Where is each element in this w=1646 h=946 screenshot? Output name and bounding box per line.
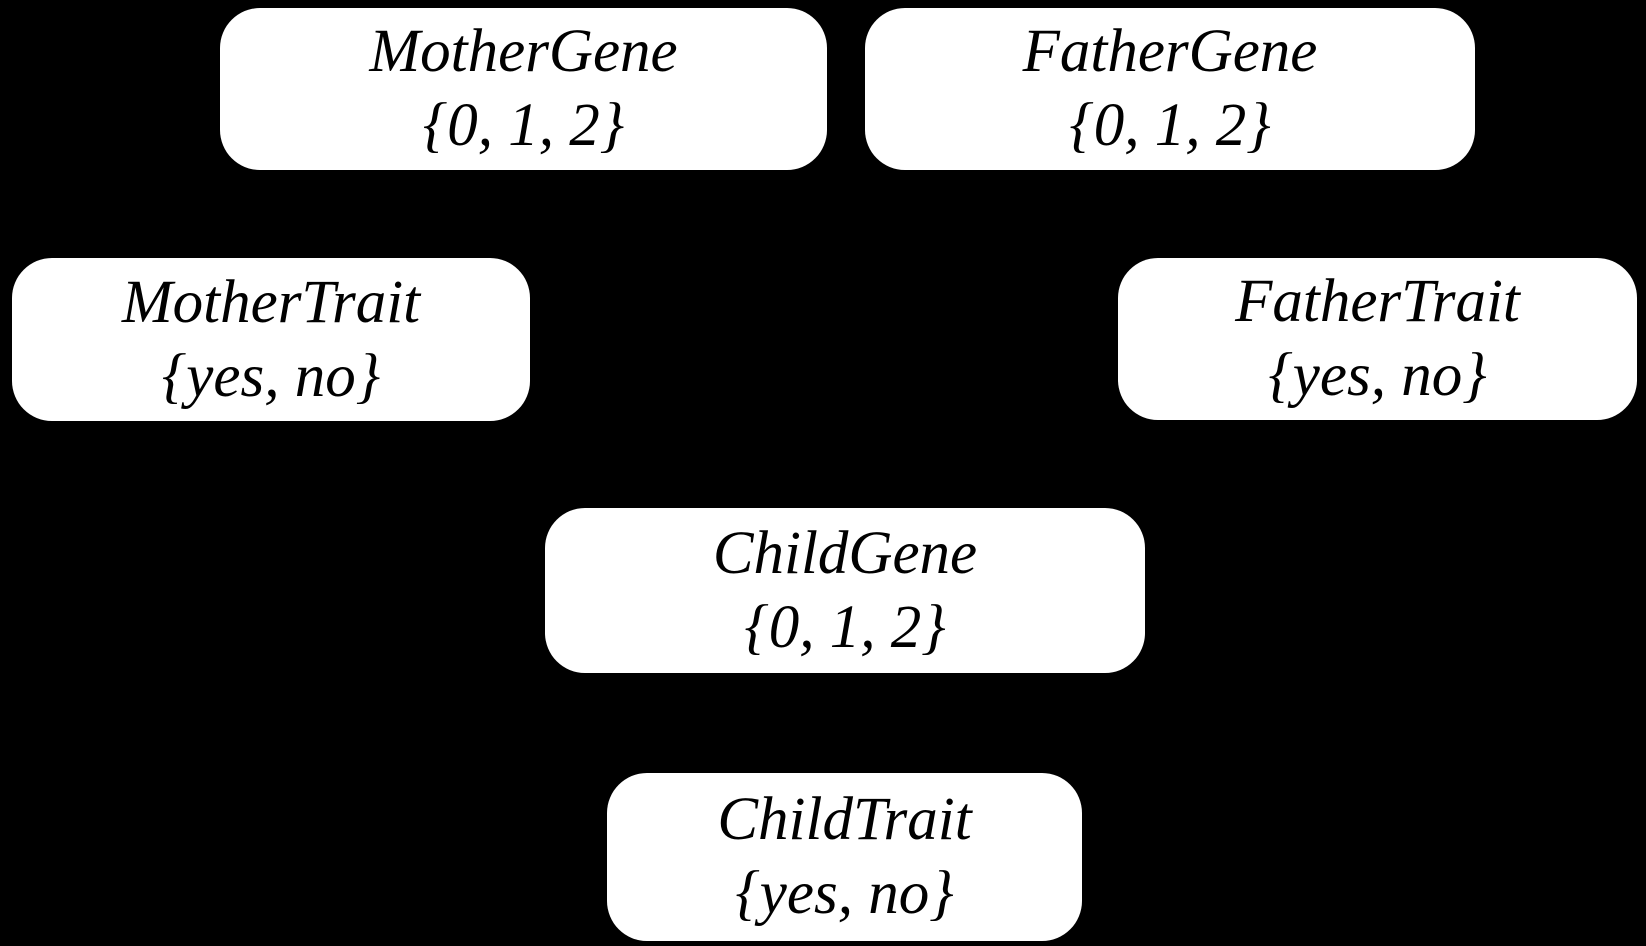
node-mother-gene-domain: {0, 1, 2}	[422, 92, 625, 159]
node-mother-trait-domain: {yes, no}	[161, 342, 381, 410]
node-child-gene-domain: {0, 1, 2}	[744, 593, 946, 661]
node-child-gene-label: ChildGene	[712, 519, 978, 587]
node-child-gene: ChildGene {0, 1, 2}	[545, 508, 1145, 673]
node-child-trait-domain: {yes, no}	[735, 860, 954, 927]
node-mother-trait: MotherTrait {yes, no}	[12, 258, 530, 421]
node-father-gene-domain: {0, 1, 2}	[1069, 92, 1271, 159]
node-father-trait-label: FatherTrait	[1235, 268, 1520, 335]
node-mother-gene: MotherGene {0, 1, 2}	[220, 8, 827, 170]
node-father-gene: FatherGene {0, 1, 2}	[865, 8, 1475, 170]
node-mother-trait-label: MotherTrait	[121, 268, 421, 336]
node-father-trait: FatherTrait {yes, no}	[1118, 258, 1637, 420]
node-mother-gene-label: MotherGene	[369, 18, 678, 85]
node-father-trait-domain: {yes, no}	[1268, 342, 1487, 409]
node-child-trait-label: ChildTrait	[717, 786, 972, 853]
node-child-trait: ChildTrait {yes, no}	[607, 773, 1082, 941]
node-father-gene-label: FatherGene	[1022, 18, 1318, 85]
